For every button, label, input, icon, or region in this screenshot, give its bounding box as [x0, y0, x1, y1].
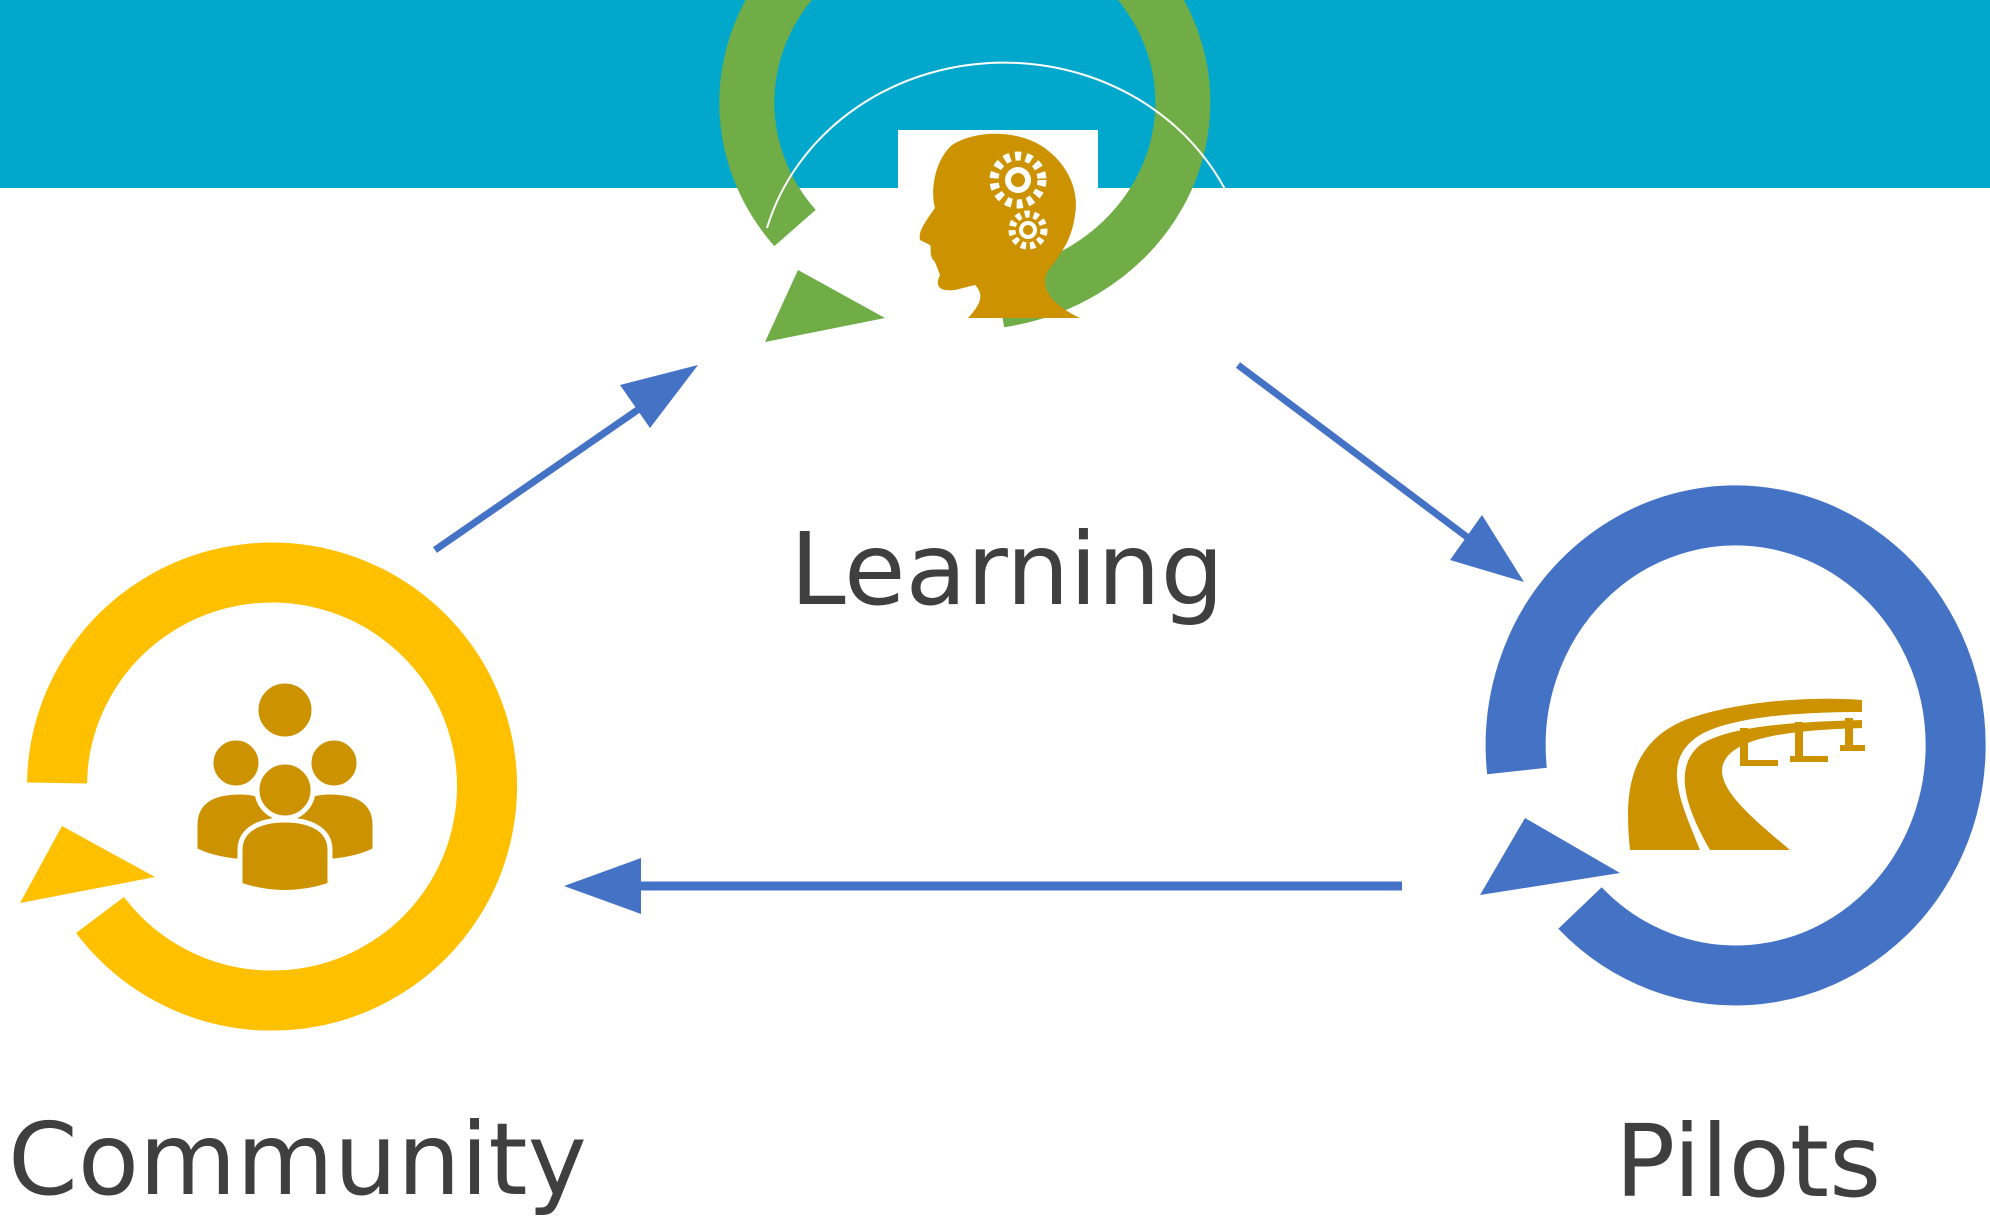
- learning-cycle-ring: [719, 0, 1211, 328]
- edge-learning-to-pilots: [1235, 362, 1478, 546]
- pilots-label: Pilots: [1615, 1103, 1882, 1220]
- pilots-cycle-ring: [1485, 485, 1986, 1006]
- head-gears-icon: [919, 133, 1080, 318]
- learning-cycle-arrowhead: [765, 270, 885, 342]
- edge-pilots-to-community-arrowhead: [564, 858, 641, 914]
- learning-label: Learning: [790, 511, 1225, 628]
- community-node: [20, 542, 517, 1031]
- community-label: Community: [8, 1101, 587, 1218]
- edge-community-to-learning: [433, 397, 654, 553]
- pilots-cycle-arrowhead: [1480, 818, 1620, 895]
- edge-community-to-learning-arrowhead: [620, 365, 698, 428]
- learning-node: [719, 0, 1242, 342]
- pilots-node: [1480, 485, 1986, 1006]
- bridge-road-icon: [1628, 698, 1865, 850]
- group-of-people-icon: [192, 678, 378, 895]
- community-cycle-arrowhead: [20, 826, 155, 903]
- community-cycle-ring: [27, 542, 517, 1031]
- edge-learning-to-pilots-arrowhead: [1450, 515, 1524, 582]
